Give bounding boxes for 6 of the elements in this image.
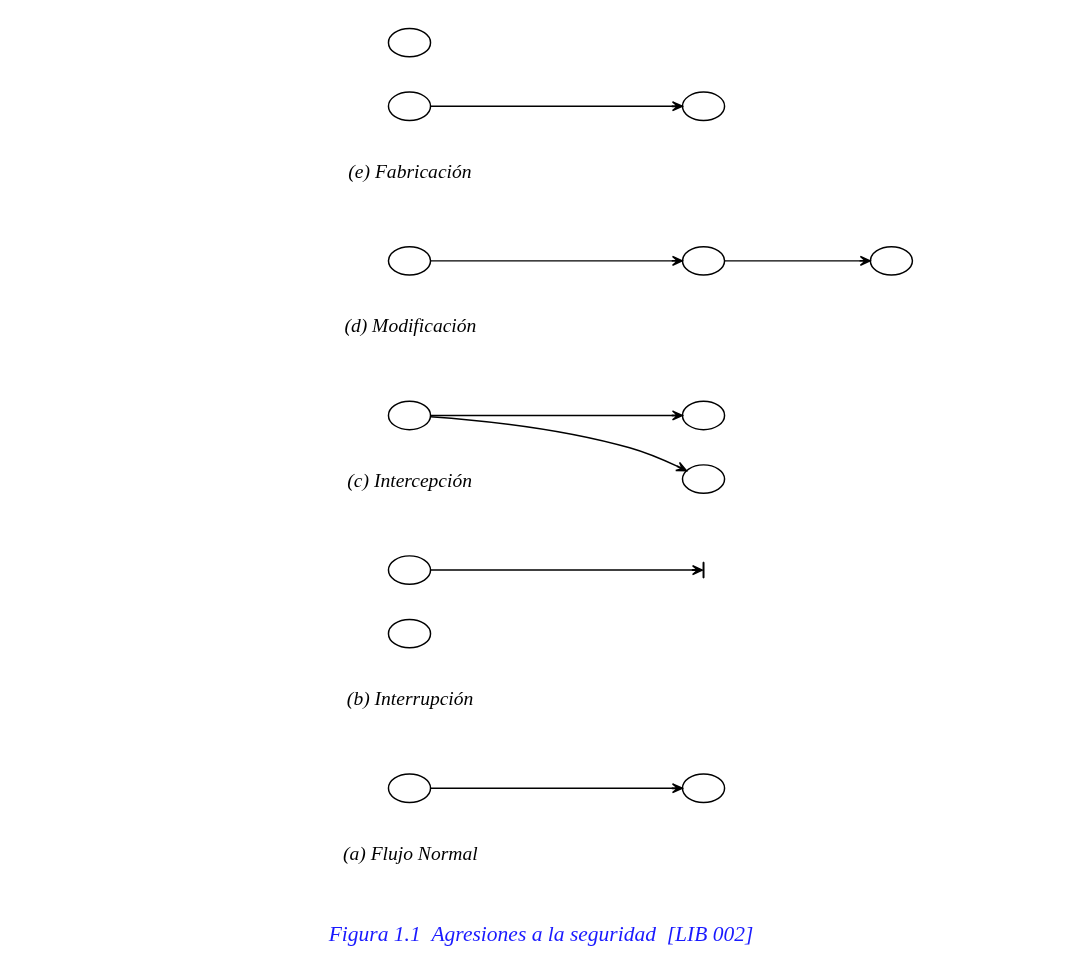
label: (b) Interrupción — [346, 688, 474, 710]
label: (d) Modificación — [344, 315, 477, 337]
caption: Figura 1.1 Agresiones a la seguridad [LIB 002] — [328, 921, 754, 946]
label: (e) Fabricación — [348, 160, 472, 182]
label: (a) Flujo Normal — [342, 842, 478, 864]
label: (c) Intercepción — [347, 469, 473, 491]
